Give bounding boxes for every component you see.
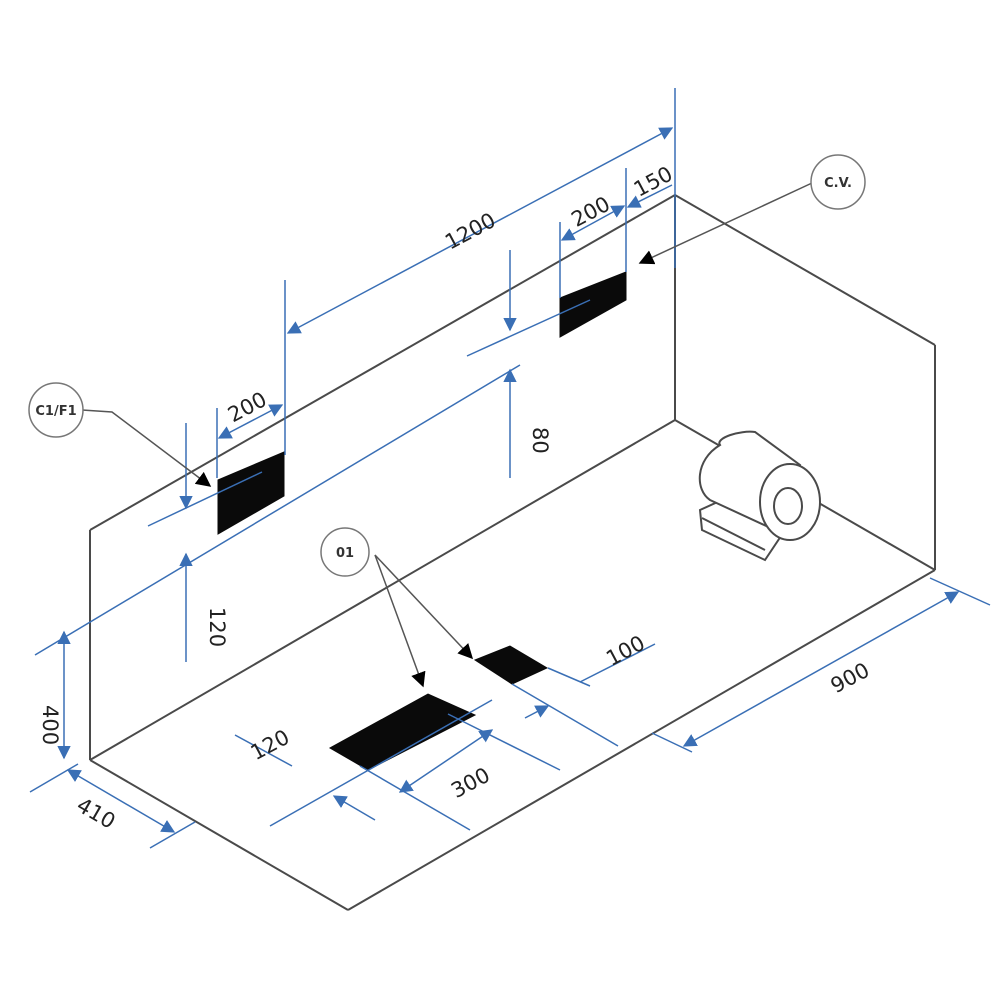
fan-unit (698, 430, 821, 562)
tag-cv-text: C.V. (824, 176, 852, 191)
dim-200-c1 (217, 404, 284, 439)
dim-200-cv (560, 205, 626, 241)
floor-opening-large (328, 693, 477, 771)
label-80: 80 (528, 427, 552, 454)
tag-c1f1-circle (28, 382, 84, 438)
label-200-c1: 200 (224, 387, 271, 427)
back-floor-edge (89, 419, 676, 761)
tag-c1f1-text: C1/F1 (35, 404, 76, 419)
tag-cv-circle (810, 154, 866, 210)
ext-line-410-right (149, 821, 196, 849)
dimension-lines (29, 88, 991, 849)
label-300: 300 (447, 763, 494, 803)
ext-line-c1-bottom (147, 471, 263, 527)
ext-line-floor-a (359, 765, 471, 831)
dim-1200 (286, 127, 674, 334)
back-wall-top-edge (89, 194, 676, 531)
leader-01-large (374, 554, 426, 688)
side-wall-top-edge (674, 194, 936, 346)
ext-line-100 (547, 667, 591, 687)
label-400: 400 (38, 705, 62, 745)
callouts: C.V. C1/F1 01 (28, 154, 866, 688)
dim-120-floor (234, 734, 293, 767)
tag-01-circle (320, 527, 370, 577)
left-floor-edge (89, 759, 349, 911)
ext-line-floor-c (511, 683, 619, 747)
opening-cv (559, 271, 627, 338)
fan-base-ridge (701, 517, 766, 551)
dim-100-arrow (524, 705, 550, 719)
ext-line-410-left (29, 763, 79, 793)
tag-01-text: 01 (336, 546, 354, 561)
dim-300 (398, 729, 494, 793)
floor-opening-small (473, 645, 549, 685)
ext-line-900-bottom (651, 732, 693, 753)
dim-410 (66, 769, 176, 833)
dim-120-floor-arrow (332, 795, 376, 821)
dim-900 (682, 591, 960, 747)
opening-c1f1 (217, 451, 285, 535)
label-410: 410 (73, 793, 120, 834)
ext-line-cv-bottom (466, 299, 591, 357)
label-1200: 1200 (441, 208, 499, 254)
offset-line-long (34, 364, 521, 656)
front-floor-edge (347, 569, 936, 911)
label-120-floor: 120 (247, 725, 294, 765)
dim-150 (626, 184, 673, 208)
dim-100 (579, 643, 656, 683)
label-150: 150 (630, 162, 677, 202)
leader-cv (638, 182, 813, 265)
ext-line-floor-long (269, 699, 493, 827)
label-900: 900 (827, 658, 874, 698)
fan-inlet (773, 487, 803, 525)
ext-line-floor-b (447, 713, 561, 771)
leader-01-small (374, 554, 474, 660)
label-200-cv: 200 (567, 192, 614, 232)
label-100: 100 (602, 631, 649, 671)
room-outline (89, 194, 936, 911)
ext-line-900-top (929, 577, 991, 606)
leader-c1f1 (81, 409, 212, 487)
label-120-c1: 120 (205, 607, 229, 647)
